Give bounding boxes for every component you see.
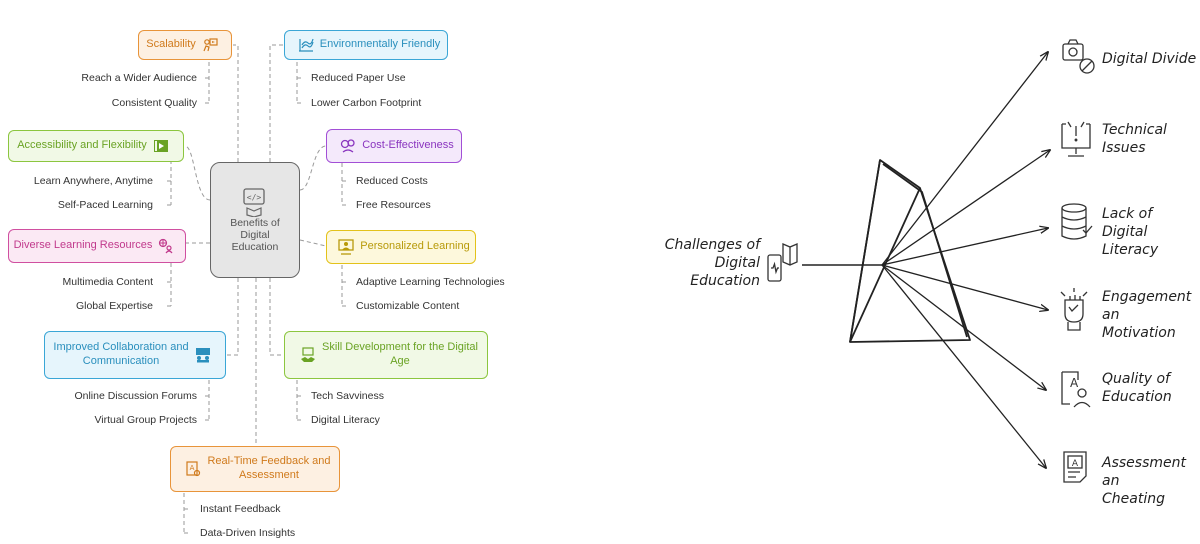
- video-player-icon: [153, 140, 168, 152]
- output-label-line: Issues: [1102, 140, 1146, 157]
- output-technical-issues: Technical Issues: [1102, 121, 1167, 157]
- svg-text:A: A: [1072, 459, 1079, 469]
- center-title-line: Digital: [240, 229, 270, 241]
- node-title-line: Skill Development for the Digital: [322, 341, 478, 354]
- source-label-line: Education: [690, 273, 760, 290]
- node-diverse-resources: Diverse Learning Resources: [8, 229, 186, 263]
- node-scalability: Scalability: [138, 30, 232, 60]
- output-assessment-cheating: Assessment an Cheating: [1102, 454, 1200, 509]
- svg-text:A: A: [1070, 376, 1079, 390]
- item-reach-wider-audience: Reach a Wider Audience: [81, 72, 197, 84]
- center-title-line: Benefits of: [230, 217, 280, 229]
- monitor-alert-icon: [1061, 121, 1091, 157]
- item-discussion-forums: Online Discussion Forums: [74, 390, 197, 402]
- node-environment: Environmentally Friendly: [284, 30, 448, 60]
- output-quality-education: Quality of Education: [1102, 370, 1172, 406]
- output-label-line: Lack of Digital: [1102, 206, 1153, 241]
- output-label-line: Education: [1102, 389, 1172, 406]
- output-label-line: Engagement an: [1102, 289, 1192, 324]
- learner-screen-icon: [338, 239, 354, 255]
- benefits-mind-map: </> Benefits of Digital Education Scalab…: [0, 0, 530, 544]
- exam-paper-icon: A: [1063, 451, 1087, 483]
- node-title-line: Communication: [82, 355, 160, 367]
- node-title: Scalability: [146, 38, 196, 51]
- node-title: Accessibility and Flexibility: [17, 139, 147, 152]
- node-title: Personalized Learning: [360, 240, 470, 253]
- node-title-line: Assessment: [239, 469, 299, 481]
- svg-text:A: A: [190, 464, 195, 472]
- code-book-icon: </>: [243, 188, 265, 217]
- item-reduced-costs: Reduced Costs: [356, 175, 428, 187]
- output-engagement-motivation: Engagement an Motivation: [1102, 288, 1200, 343]
- svg-text:</>: </>: [247, 193, 262, 202]
- node-title-line: Age: [390, 355, 410, 367]
- camera-blocked-icon: [1062, 39, 1095, 74]
- output-label-line: Literacy: [1102, 242, 1159, 259]
- item-data-driven: Data-Driven Insights: [200, 527, 296, 539]
- item-global-expertise: Global Expertise: [75, 300, 153, 312]
- grade-paper-icon: A: [186, 461, 201, 477]
- center-title-line: Education: [231, 241, 279, 253]
- output-rays: [881, 52, 1050, 468]
- phone-book-icon: [767, 243, 798, 282]
- output-label-line: Digital Divide: [1102, 51, 1197, 67]
- node-title: Cost-Effectiveness: [362, 139, 454, 152]
- prism-drawing: A A: [767, 39, 1095, 483]
- connector-lines: [165, 44, 348, 534]
- node-title: Diverse Learning Resources: [13, 239, 153, 252]
- item-adaptive-tech: Adaptive Learning Technologies: [356, 276, 505, 288]
- item-group-projects: Virtual Group Projects: [94, 414, 197, 426]
- item-reduced-paper: Reduced Paper Use: [311, 72, 406, 84]
- item-lower-carbon: Lower Carbon Footprint: [311, 97, 422, 109]
- item-customizable-content: Customizable Content: [356, 300, 460, 312]
- node-personalized-learning: Personalized Learning: [326, 230, 476, 264]
- item-digital-literacy: Digital Literacy: [311, 414, 380, 426]
- node-cost-effectiveness: Cost-Effectiveness: [326, 129, 462, 163]
- source-label-line: Digital: [714, 255, 760, 272]
- item-multimedia-content: Multimedia Content: [62, 276, 153, 288]
- output-digital-divide: Digital Divide: [1102, 50, 1196, 68]
- item-instant-feedback: Instant Feedback: [200, 503, 281, 515]
- prism-shape: [849, 159, 971, 343]
- item-learn-anywhere: Learn Anywhere, Anytime: [33, 175, 153, 187]
- node-accessibility: Accessibility and Flexibility: [8, 130, 184, 162]
- node-title: Environmentally Friendly: [319, 38, 441, 51]
- source-label: Challenges of Digital Education: [665, 236, 760, 291]
- node-title-line: Improved Collaboration and: [53, 341, 189, 354]
- globe-people-icon: [159, 238, 173, 254]
- node-feedback: A Real-Time Feedback and Assessment: [170, 446, 340, 492]
- handshake-laptop-icon: [301, 347, 316, 362]
- item-free-resources: Free Resources: [356, 199, 431, 211]
- presenter-icon: [203, 38, 218, 52]
- challenges-prism-diagram: A A Challenges of Digital Education Digi…: [640, 0, 1200, 544]
- node-title-line: Real-Time Feedback and: [207, 455, 331, 468]
- output-label-line: Motivation: [1102, 325, 1176, 342]
- center-node-benefits: </> Benefits of Digital Education: [210, 162, 300, 278]
- node-skill-development: Skill Development for the Digital Age: [284, 331, 488, 379]
- eco-chart-icon: [298, 38, 314, 52]
- output-label-line: Quality of: [1102, 371, 1170, 387]
- output-label-line: Assessment an: [1102, 455, 1186, 490]
- item-consistent-quality: Consistent Quality: [111, 97, 197, 109]
- source-label-line: Challenges of: [664, 237, 760, 253]
- team-board-icon: [195, 348, 210, 363]
- output-label-line: Cheating: [1102, 491, 1165, 508]
- item-self-paced: Self-Paced Learning: [57, 199, 153, 211]
- node-collaboration: Improved Collaboration and Communication: [44, 331, 226, 379]
- output-lack-digital-literacy: Lack of Digital Literacy: [1102, 205, 1200, 260]
- document-user-icon: A: [1061, 371, 1091, 408]
- raised-fist-icon: [1060, 288, 1088, 331]
- database-check-icon: [1061, 203, 1093, 240]
- item-tech-savviness: Tech Savviness: [311, 390, 384, 402]
- output-label-line: Technical: [1102, 122, 1167, 138]
- coins-gear-icon: [341, 139, 355, 153]
